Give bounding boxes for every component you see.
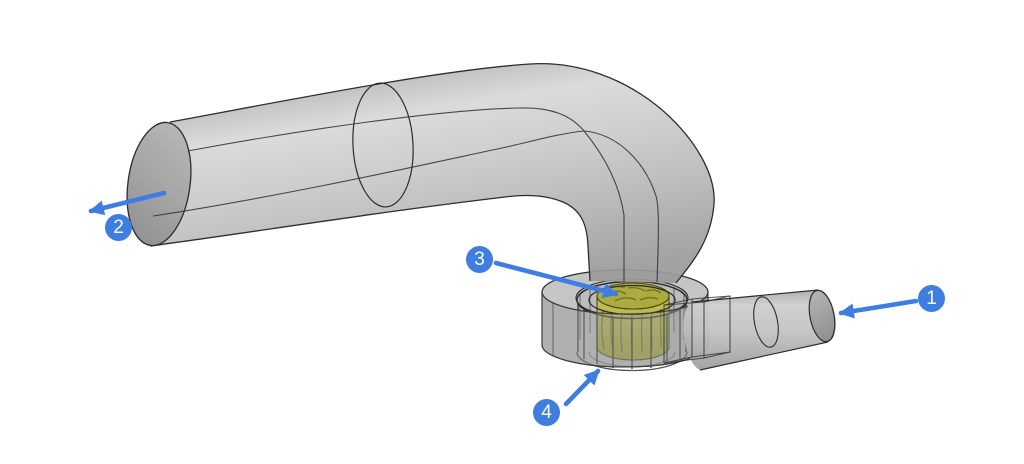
arrow-2-icon bbox=[88, 190, 167, 216]
impeller bbox=[596, 282, 670, 361]
arrow-4-icon bbox=[563, 368, 601, 407]
callout-badge-3: 3 bbox=[466, 246, 493, 273]
outlet-duct-outline-inner bbox=[149, 194, 591, 282]
duct-section-ring bbox=[352, 82, 414, 208]
inlet-duct-frame bbox=[663, 295, 731, 364]
outlet-duct bbox=[126, 63, 715, 284]
impeller-top-face bbox=[596, 282, 670, 310]
duct-edge-lines bbox=[152, 107, 659, 283]
callout-badge-2: 2 bbox=[105, 214, 132, 241]
callout-badge-1: 1 bbox=[918, 285, 945, 312]
arrow-1-icon bbox=[838, 298, 919, 319]
arrow-3-icon bbox=[493, 260, 619, 299]
callout-badge-4: 4 bbox=[533, 399, 560, 426]
outlet-face bbox=[126, 121, 192, 247]
diffuser-cage bbox=[576, 280, 688, 372]
inlet-face bbox=[808, 289, 836, 343]
inlet-section-ring bbox=[753, 296, 779, 348]
inlet-pipe-body bbox=[683, 289, 837, 370]
inlet-pipe bbox=[663, 289, 837, 371]
outlet-duct-outline-outer bbox=[169, 63, 715, 284]
cage-slats-back bbox=[579, 287, 685, 340]
outlet-duct-body bbox=[127, 63, 715, 283]
